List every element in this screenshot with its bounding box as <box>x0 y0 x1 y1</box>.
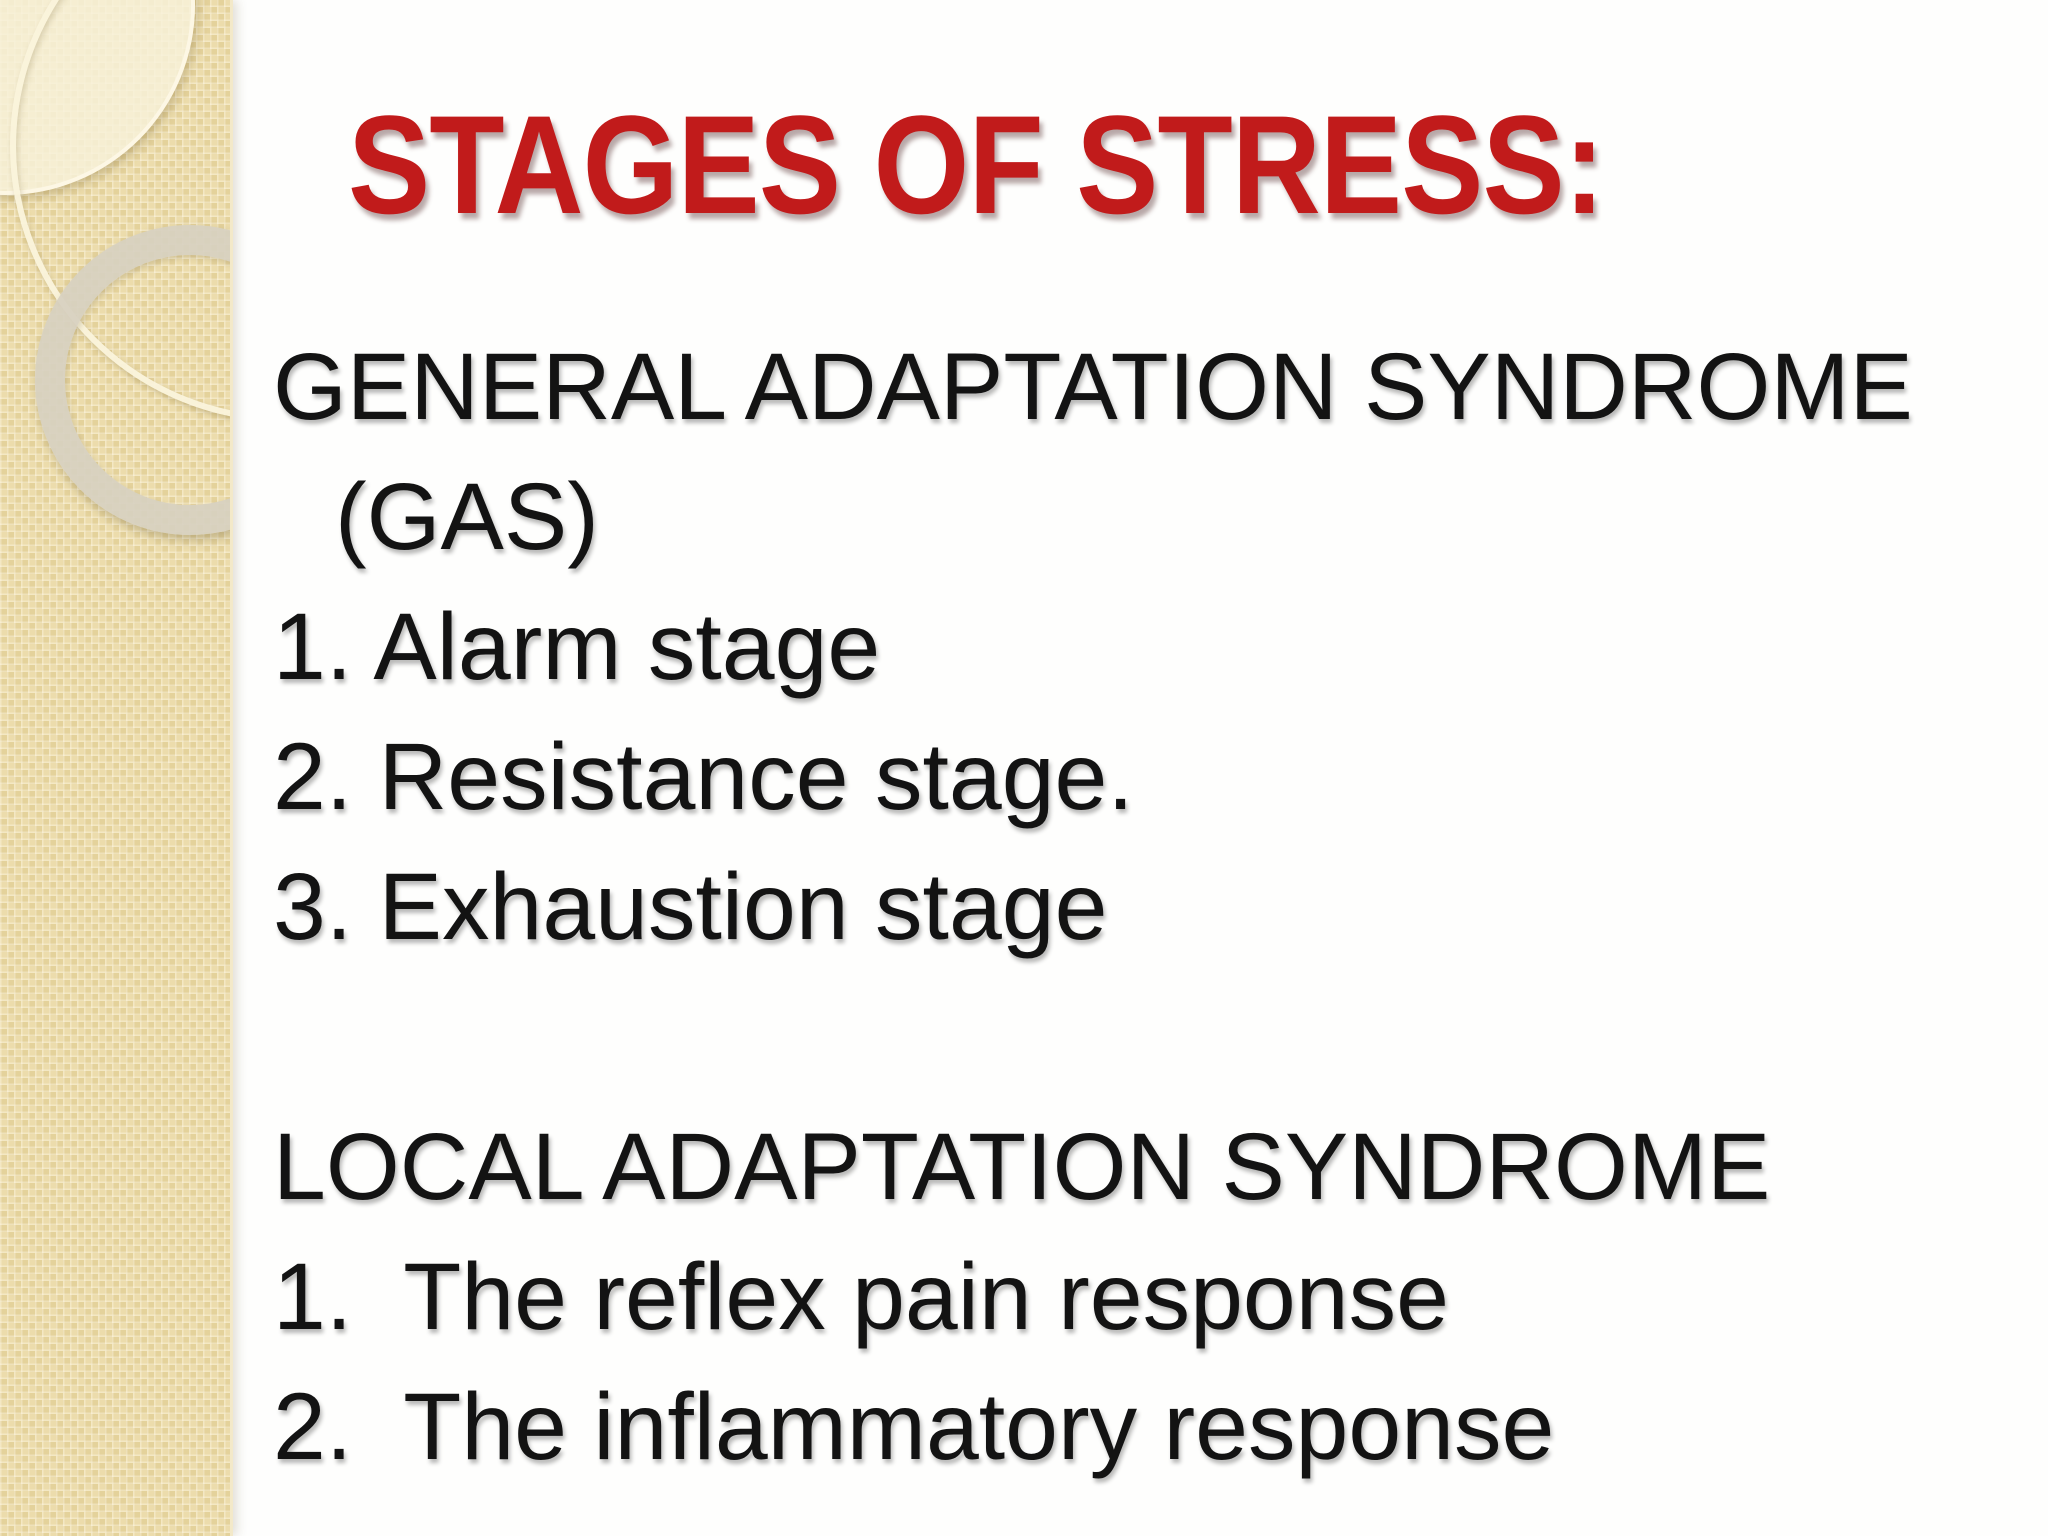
gas-heading-line1: GENERAL ADAPTATION SYNDROME <box>273 334 1913 440</box>
blank-line-spacer <box>273 972 2018 1102</box>
las-list-item-2: 2. The inflammatory response <box>273 1374 1555 1480</box>
gas-list-item-3: 3. Exhaustion stage <box>273 854 1108 960</box>
gas-list-item-2: 2. Resistance stage. <box>273 724 1134 830</box>
slide-title: STAGES OF STRESS: <box>348 86 1605 243</box>
las-heading: LOCAL ADAPTATION SYNDROME <box>273 1114 1771 1220</box>
las-list-item-1: 1. The reflex pain response <box>273 1244 1449 1350</box>
gas-list-item-1: 1. Alarm stage <box>273 594 881 700</box>
slide-body: GENERAL ADAPTATION SYNDROME (GAS) 1. Ala… <box>273 322 2018 1492</box>
decorative-side-strip <box>0 0 233 1536</box>
gas-heading-line2: (GAS) <box>335 464 599 570</box>
